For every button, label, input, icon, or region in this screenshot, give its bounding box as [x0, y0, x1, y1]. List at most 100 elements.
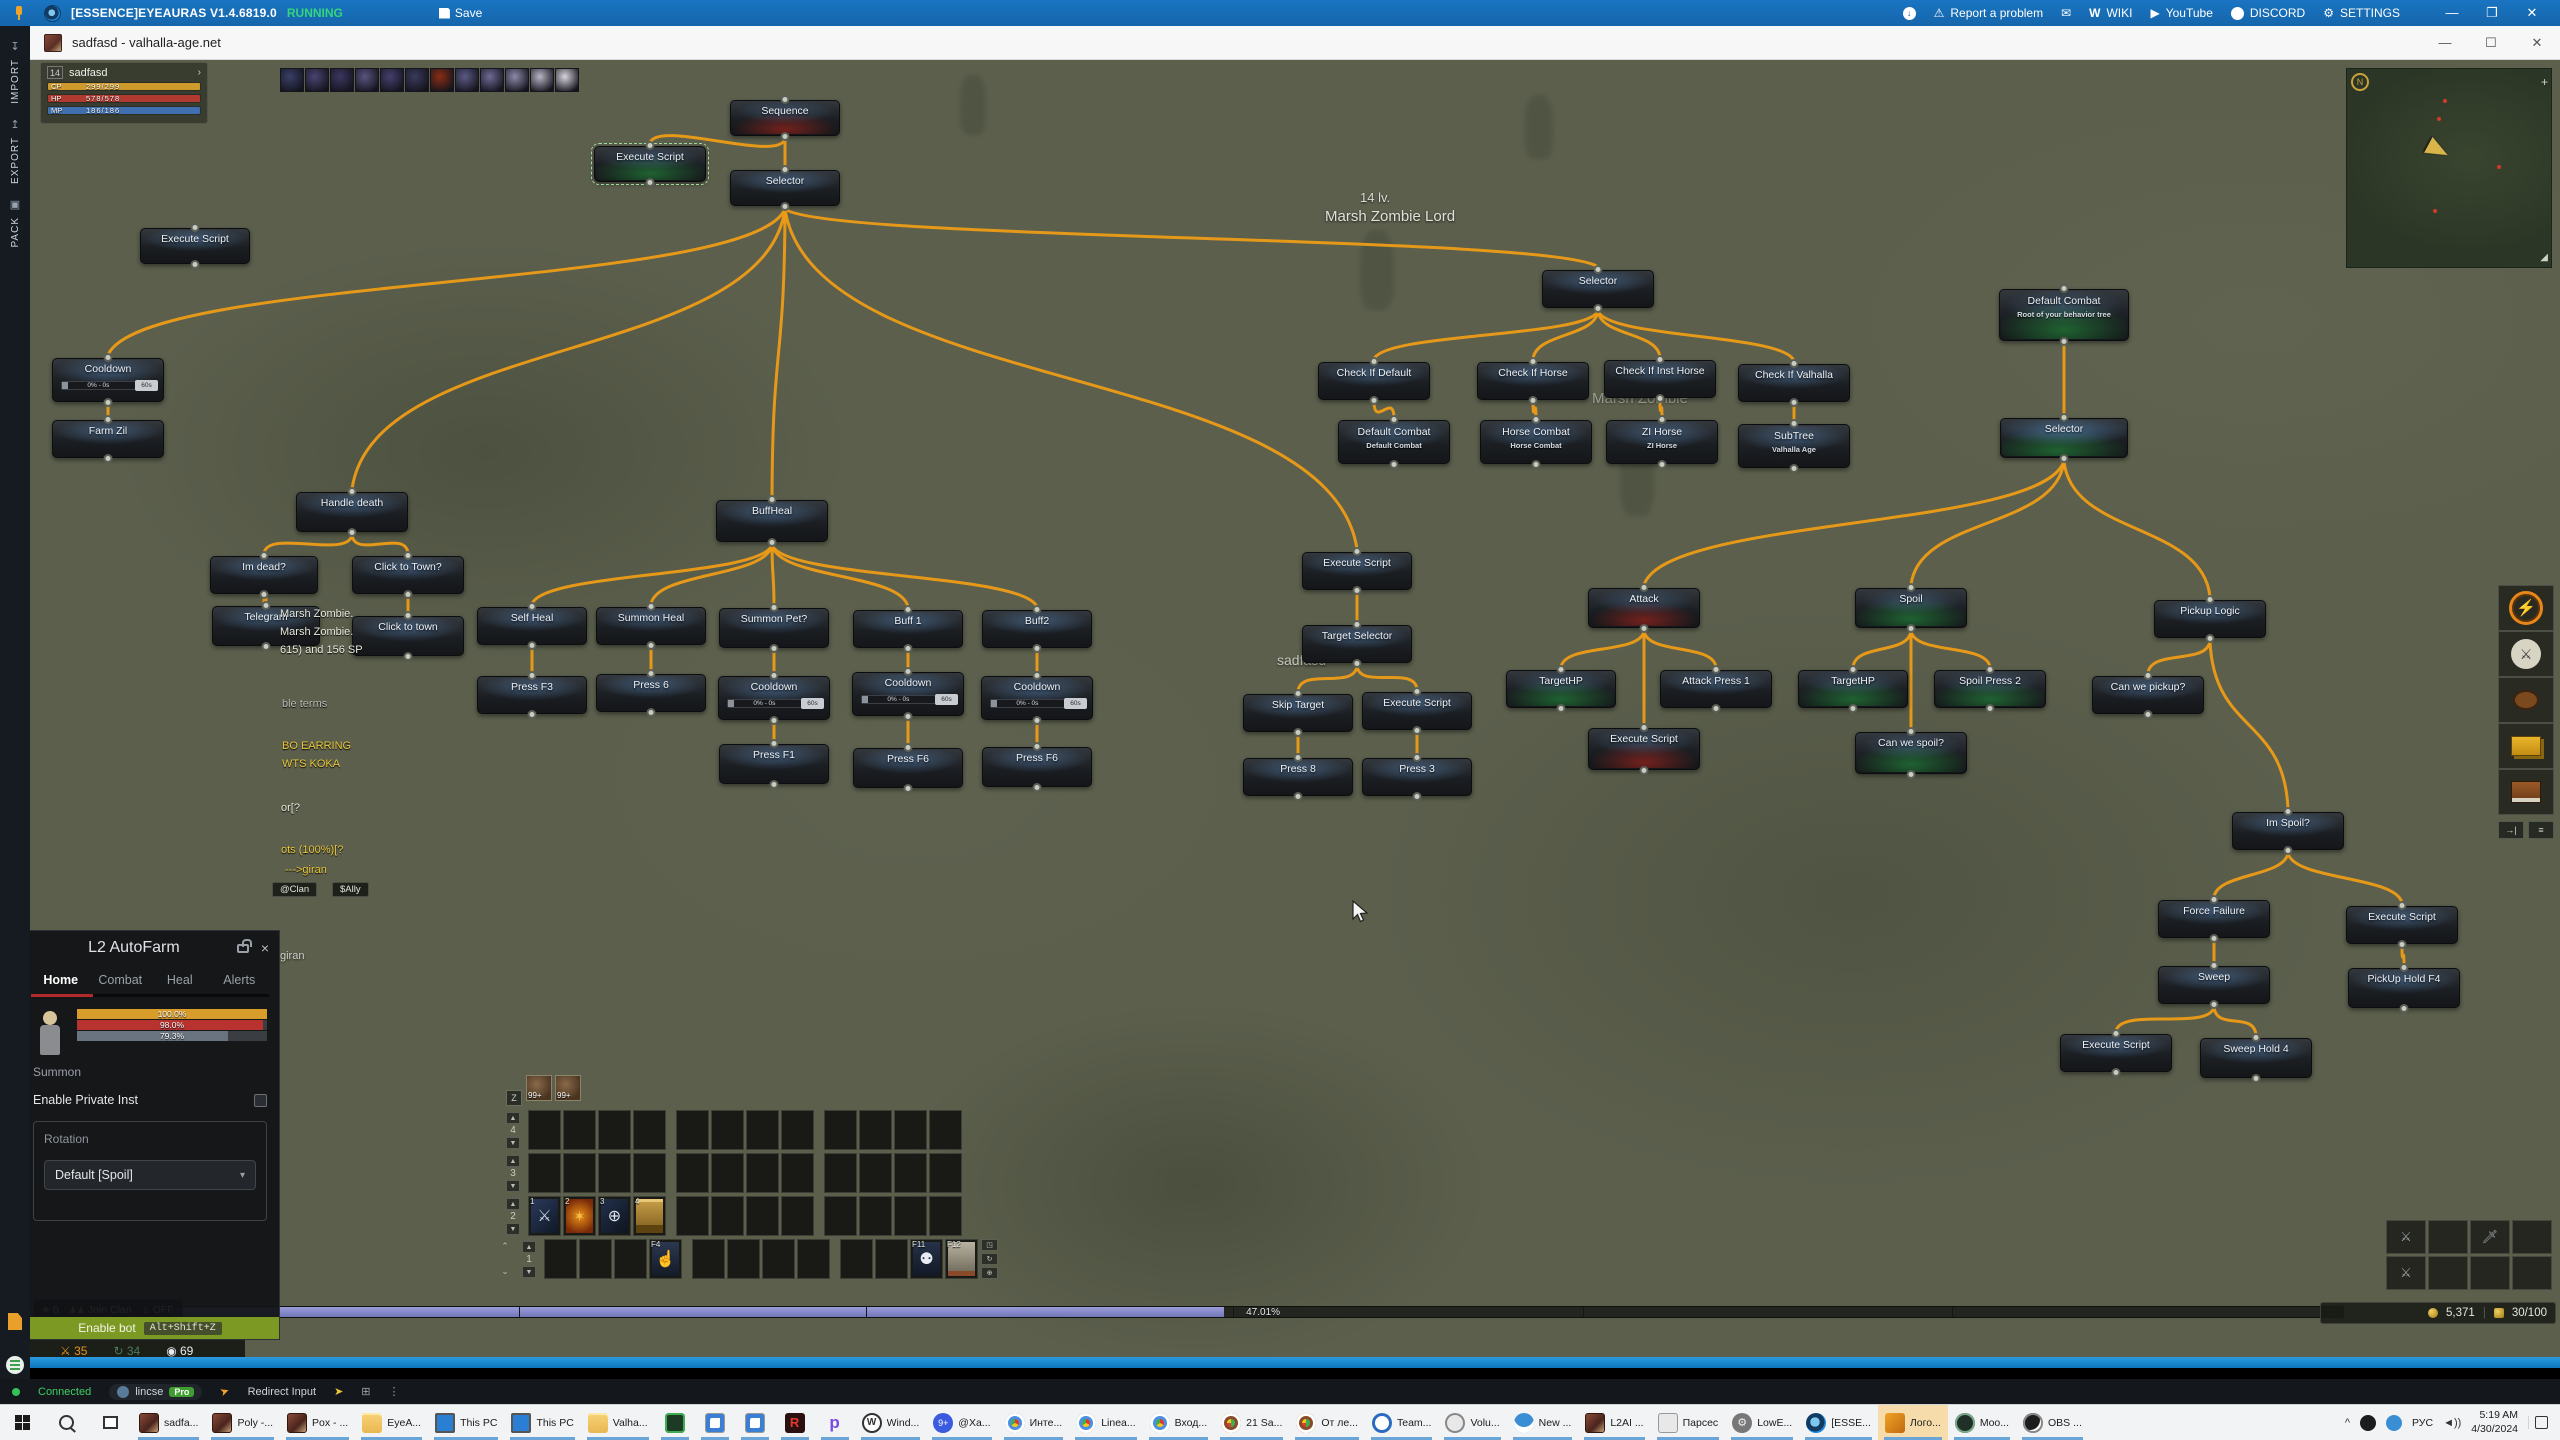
output-port[interactable]: [527, 710, 537, 719]
buff-icon-6[interactable]: [405, 68, 429, 92]
output-port[interactable]: [1352, 659, 1362, 668]
output-port[interactable]: [103, 398, 113, 407]
output-port[interactable]: [2209, 934, 2219, 943]
hotbar-slot-empty[interactable]: [676, 1153, 709, 1193]
hotbar-slot-empty[interactable]: [859, 1196, 892, 1236]
hotbar-down-chevron[interactable]: ⌄: [501, 1266, 509, 1276]
bt-node-spress2[interactable]: Spoil Press 2: [1934, 665, 2046, 713]
taskbar-app-linea[interactable]: Linea...: [1069, 1405, 1142, 1440]
hotbar-slot-empty[interactable]: [711, 1153, 744, 1193]
clock-swords-slot[interactable]: ⚔: [2498, 631, 2554, 677]
hotbar-slot-empty[interactable]: [746, 1196, 779, 1236]
output-port[interactable]: [903, 784, 913, 793]
row-down-button[interactable]: ▼: [506, 1136, 520, 1149]
bt-node-canspoil[interactable]: Can we spoil?: [1855, 727, 1967, 779]
output-port[interactable]: [1032, 783, 1042, 792]
input-port[interactable]: [1789, 359, 1799, 368]
taskbar-app-poly[interactable]: Poly -...: [205, 1405, 280, 1440]
menu-icon[interactable]: ⋮: [388, 1386, 400, 1398]
hotbar-slot-empty[interactable]: [781, 1153, 814, 1193]
output-port[interactable]: [1639, 624, 1649, 633]
output-port[interactable]: [2059, 454, 2069, 463]
mob-silhouette[interactable]: [960, 75, 986, 135]
autofarm-close-button[interactable]: ×: [260, 940, 269, 956]
pointer-icon[interactable]: ➤: [334, 1386, 344, 1398]
hotbar-slot-empty[interactable]: [727, 1239, 760, 1279]
hotbar-slot-empty[interactable]: [746, 1110, 779, 1150]
hotbar-slot-empty[interactable]: [598, 1153, 631, 1193]
output-port[interactable]: [646, 708, 656, 717]
output-port[interactable]: [1657, 460, 1667, 469]
hotbar-slot-empty[interactable]: [563, 1110, 596, 1150]
tab-home[interactable]: Home: [43, 973, 79, 987]
output-port[interactable]: [403, 590, 413, 599]
bt-node-chkval[interactable]: Check If Valhalla: [1738, 359, 1850, 407]
row-down-button[interactable]: ▼: [522, 1265, 536, 1278]
input-port[interactable]: [2251, 1033, 2261, 1042]
bt-node-bh[interactable]: BuffHeal: [716, 495, 828, 547]
user-chip[interactable]: lincse Pro: [109, 1383, 203, 1400]
hotbar-slot-F12[interactable]: F12: [945, 1239, 978, 1279]
bt-node-farm[interactable]: Farm Zil: [52, 415, 164, 463]
hotbar-slot-empty[interactable]: [711, 1196, 744, 1236]
output-port[interactable]: [2251, 1074, 2261, 1083]
input-port[interactable]: [1293, 753, 1303, 762]
taskbar-app-icpurp[interactable]: p: [815, 1405, 855, 1440]
taskbar-app-icbluewin[interactable]: [695, 1405, 735, 1440]
bt-node-thpA[interactable]: TargetHP: [1506, 665, 1616, 713]
input-port[interactable]: [1639, 723, 1649, 732]
output-port[interactable]: [261, 642, 271, 651]
start-button[interactable]: [0, 1405, 44, 1440]
hotbar-slot-empty[interactable]: [929, 1110, 962, 1150]
row-down-button[interactable]: ▼: [506, 1222, 520, 1235]
hotbar-slot-empty[interactable]: [824, 1196, 857, 1236]
bt-node-cttq[interactable]: Click to Town?: [352, 551, 464, 599]
hotbar-slot-empty[interactable]: [894, 1110, 927, 1150]
output-port[interactable]: [2143, 710, 2153, 719]
hotbar-slot-empty[interactable]: [746, 1153, 779, 1193]
output-port[interactable]: [103, 454, 113, 463]
input-port[interactable]: [103, 415, 113, 424]
hotbar-slot-empty[interactable]: [563, 1153, 596, 1193]
bt-node-selfheal[interactable]: Self Heal: [477, 602, 587, 650]
input-port[interactable]: [903, 667, 913, 676]
taskbar-app-valha[interactable]: Valha...: [581, 1405, 655, 1440]
buff-icon-9[interactable]: [480, 68, 504, 92]
bt-node-esc2[interactable]: Execute Script: [1362, 687, 1472, 735]
output-port[interactable]: [2209, 1000, 2219, 1009]
bt-node-thpB[interactable]: TargetHP: [1798, 665, 1908, 713]
save-button[interactable]: Save: [438, 6, 482, 20]
row-up-button[interactable]: ▲: [506, 1197, 520, 1210]
hotbar-slot-empty[interactable]: [676, 1196, 709, 1236]
hotbar-slot-empty[interactable]: [528, 1110, 561, 1150]
bt-node-escen[interactable]: Execute Script: [1302, 547, 1412, 595]
hotbar-slot-F4[interactable]: F4☝: [649, 1239, 682, 1279]
input-port[interactable]: [903, 605, 913, 614]
cloud-tray-icon[interactable]: [2386, 1414, 2403, 1431]
bt-node-imspoil[interactable]: Im Spoil?: [2232, 807, 2344, 855]
input-port[interactable]: [1032, 742, 1042, 751]
output-port[interactable]: [2399, 1004, 2409, 1013]
input-port[interactable]: [646, 669, 656, 678]
hotbar-slot-empty[interactable]: [633, 1153, 666, 1193]
output-port[interactable]: [780, 202, 790, 211]
notification-center-button[interactable]: [2528, 1416, 2554, 1429]
hotbar-slot-F11[interactable]: F11⚉: [910, 1239, 943, 1279]
input-port[interactable]: [1789, 419, 1799, 428]
notes-icon[interactable]: [8, 1313, 22, 1330]
taskbar-app-esse[interactable]: [ESSE...: [1799, 1405, 1878, 1440]
mob-silhouette[interactable]: [1360, 230, 1394, 310]
output-port[interactable]: [527, 641, 537, 650]
hotbar-option-button-1[interactable]: ◳: [981, 1239, 998, 1251]
input-port[interactable]: [527, 602, 537, 611]
output-port[interactable]: [646, 641, 656, 650]
output-port[interactable]: [2111, 1068, 2121, 1077]
input-port[interactable]: [2209, 961, 2219, 970]
hotbar-slot-empty[interactable]: [598, 1110, 631, 1150]
loot-slot[interactable]: ⚔: [2386, 1256, 2426, 1290]
output-port[interactable]: [1906, 624, 1916, 633]
input-port[interactable]: [259, 551, 269, 560]
taskbar-app-moo[interactable]: Moo...: [1948, 1405, 2016, 1440]
